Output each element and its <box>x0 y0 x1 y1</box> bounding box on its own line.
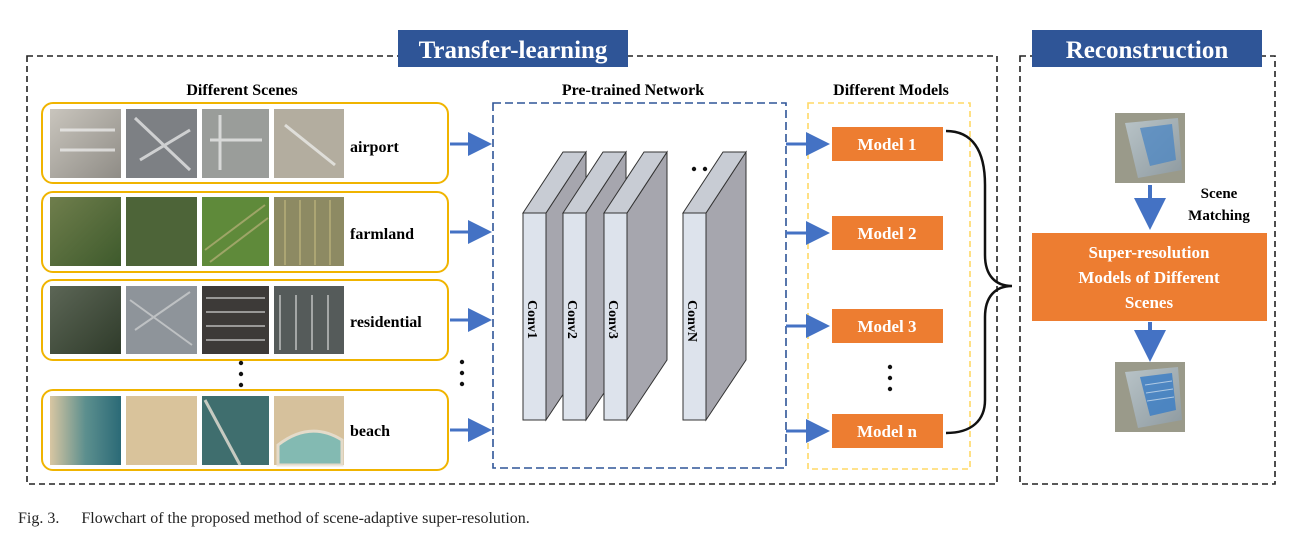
network-heading: Pre-trained Network <box>562 82 704 99</box>
svg-text:Conv1: Conv1 <box>524 300 539 339</box>
svg-text:Conv2: Conv2 <box>564 300 579 339</box>
pretrained-network-box <box>492 102 787 469</box>
model-output-arrows <box>786 132 830 443</box>
scenes-ellipsis <box>238 360 244 388</box>
svg-text:ConvN: ConvN <box>684 300 699 342</box>
scene-label-residential: residential <box>350 314 422 331</box>
svg-text:Model 2: Model 2 <box>857 224 916 243</box>
scene-thumbnail <box>50 286 121 354</box>
scene-row-farmland: farmland <box>41 191 449 273</box>
conv-layer-3: Conv3 <box>603 150 668 422</box>
low-resolution-input-image <box>1115 113 1185 183</box>
super-resolved-output-image <box>1115 362 1185 432</box>
reconstruction-region <box>1019 55 1276 485</box>
different-models-box <box>807 102 971 470</box>
svg-text:Transfer-learning: Transfer-learning <box>419 37 608 64</box>
models-ellipsis <box>887 364 893 392</box>
transfer-learning-title: Transfer-learning <box>398 30 628 67</box>
scene-input-arrows <box>450 132 492 442</box>
scenes-heading: Different Scenes <box>186 82 297 99</box>
scene-thumbnail <box>50 396 121 465</box>
super-resolution-models-box: Super-resolution Models of Different Sce… <box>1032 233 1267 321</box>
model-box-3: Model 3 <box>832 309 943 343</box>
scene-thumbnail <box>50 109 121 178</box>
svg-text:Conv3: Conv3 <box>605 300 620 339</box>
model-box-n: Model n <box>832 414 943 448</box>
scene-thumbnail <box>274 286 344 354</box>
scene-thumbnail <box>126 286 197 354</box>
svg-text:Super-resolution: Super-resolution <box>1089 243 1210 262</box>
scene-row-airport: airport <box>41 102 449 184</box>
scene-row-residential: residential <box>41 279 449 361</box>
scene-thumbnail <box>202 109 269 178</box>
svg-text:Model n: Model n <box>857 422 918 441</box>
scene-label-farmland: farmland <box>350 226 414 243</box>
scene-thumbnail <box>126 396 197 465</box>
model-box-2: Model 2 <box>832 216 943 250</box>
model-box-1: Model 1 <box>832 127 943 161</box>
inputs-ellipsis <box>459 359 465 387</box>
scene-thumbnail <box>50 197 121 266</box>
svg-text:Models of Different: Models of Different <box>1078 268 1220 287</box>
svg-text:Model 3: Model 3 <box>857 317 916 336</box>
svg-text:Model 1: Model 1 <box>857 135 916 154</box>
svg-text:Reconstruction: Reconstruction <box>1066 37 1229 64</box>
caption-text: Flowchart of the proposed method of scen… <box>81 510 530 527</box>
scene-matching-label-line1: Scene <box>1201 186 1238 202</box>
scene-row-beach: beach <box>41 389 449 471</box>
models-curly-brace <box>945 129 1013 435</box>
scene-label-beach: beach <box>350 423 390 440</box>
conv-layer-n: ConvN <box>682 150 747 422</box>
svg-text:Scenes: Scenes <box>1125 293 1174 312</box>
scene-thumbnail <box>202 197 269 266</box>
scene-thumbnail <box>126 197 197 266</box>
reconstruction-title: Reconstruction <box>1032 30 1262 67</box>
scene-label-airport: airport <box>350 139 400 156</box>
caption-figure-number: Fig. 3. <box>18 510 60 527</box>
scene-matching-label-line2: Matching <box>1188 208 1250 224</box>
models-heading: Different Models <box>833 82 949 99</box>
scene-thumbnail <box>202 286 269 354</box>
figure-caption: Fig. 3. Flowchart of the proposed method … <box>18 510 530 528</box>
